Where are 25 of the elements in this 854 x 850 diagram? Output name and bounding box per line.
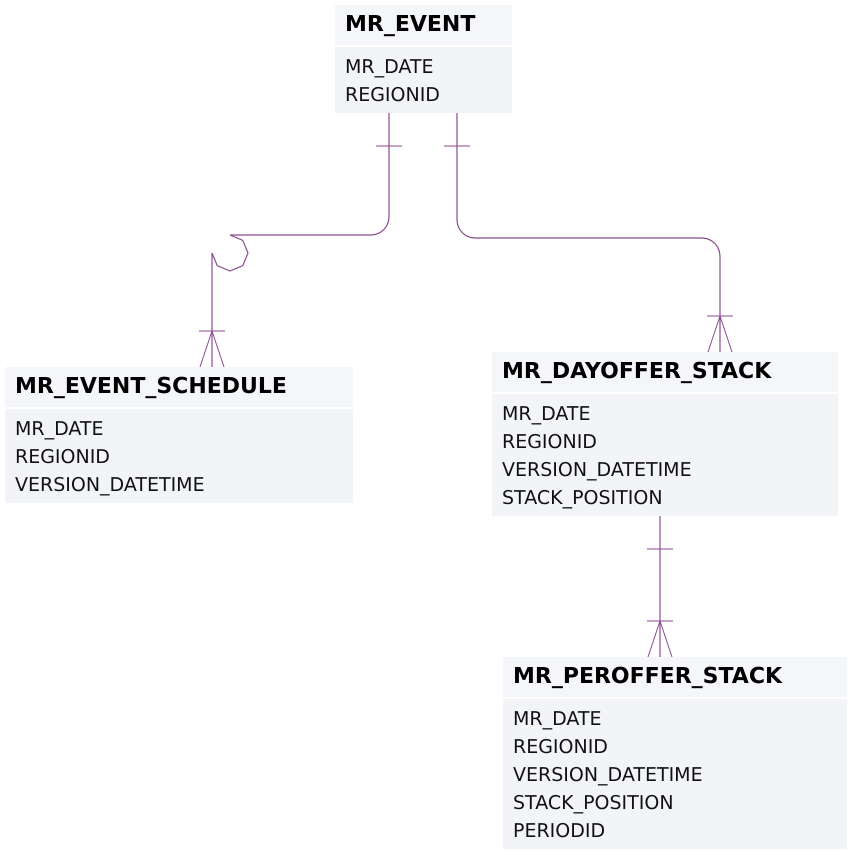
column-name: STACK_POSITION [502, 486, 664, 511]
table-box [335, 5, 512, 113]
column-name: REGIONID [502, 430, 598, 455]
column-name: MR_DATE [513, 707, 603, 732]
table-box [5, 367, 353, 503]
table-box [503, 657, 847, 849]
column-name: VERSION_DATETIME [502, 458, 693, 483]
table-title: MR_DAYOFFER_STACK [492, 352, 838, 394]
column-name: MR_DATE [345, 55, 435, 80]
table-box [492, 352, 838, 516]
column-name: STACK_POSITION [513, 791, 675, 816]
column-name: VERSION_DATETIME [513, 763, 704, 788]
column-name: REGIONID [345, 83, 441, 108]
relationship-line [646, 516, 674, 658]
column-name: MR_DATE [15, 417, 105, 442]
column-name: REGIONID [513, 735, 609, 760]
column-name: REGIONID [15, 445, 111, 470]
relationship-line [198, 113, 402, 368]
table-title: MR_PEROFFER_STACK [503, 657, 847, 699]
table-title: MR_EVENT [335, 5, 512, 47]
column-name: VERSION_DATETIME [15, 473, 206, 498]
relationship-line [444, 113, 734, 352]
column-name: MR_DATE [502, 402, 592, 427]
table-title: MR_EVENT_SCHEDULE [5, 367, 353, 409]
column-name: PERIODID [513, 819, 606, 844]
